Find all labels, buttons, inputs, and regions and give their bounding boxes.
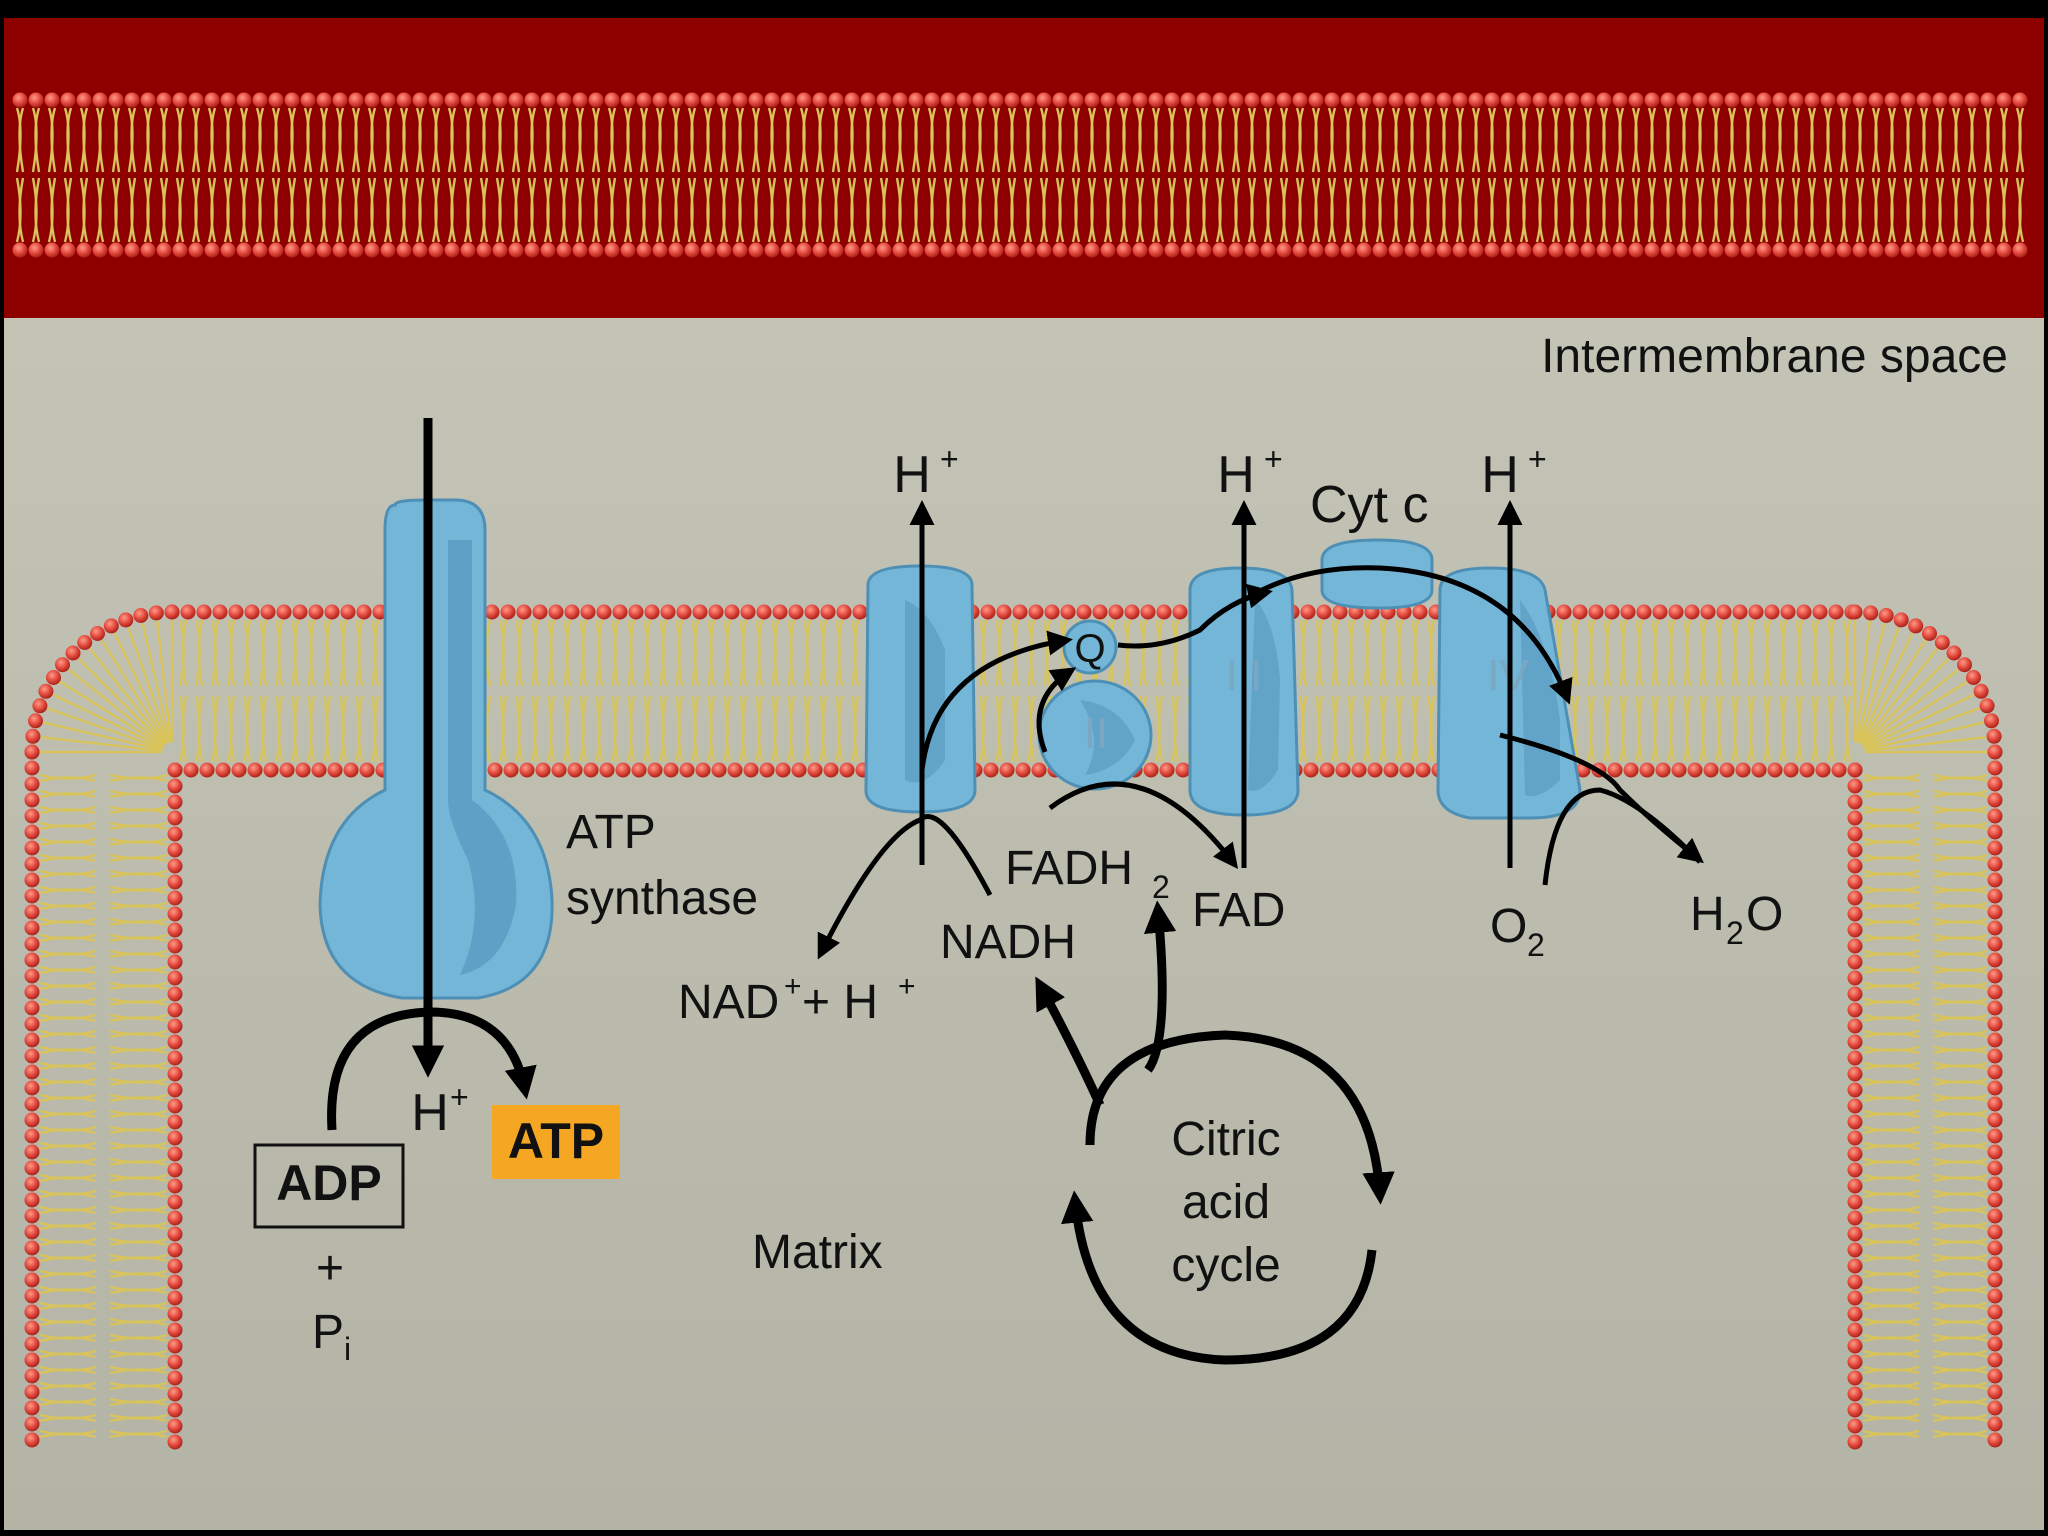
h-plus-label-complex-i: H +	[893, 441, 958, 504]
atp-badge-label: ATP	[508, 1113, 604, 1169]
phosphate-label: P i	[312, 1306, 351, 1367]
citric-cycle-top-arrow	[1085, 1030, 1395, 1205]
svg-text:i: i	[344, 1331, 351, 1367]
adp-to-atp-arrow	[327, 1007, 537, 1131]
cyt-c-label: Cyt c	[1310, 476, 1428, 534]
nadh-label: NADH	[940, 916, 1076, 969]
oxygen-label: O 2	[1490, 900, 1545, 963]
nadh-oxidation-arrow	[817, 814, 993, 960]
fadh2-label: FADH 2	[1005, 842, 1170, 905]
q-label: Q	[1074, 627, 1105, 671]
oxygen-reduction-arrow	[1542, 787, 1702, 886]
fad-label: FAD	[1192, 884, 1285, 937]
citric-cycle-bottom-arrow	[1061, 1190, 1377, 1365]
svg-text:P: P	[312, 1306, 344, 1359]
svg-text:O: O	[1490, 900, 1527, 953]
outer-membrane-bilayer	[12, 92, 2028, 258]
svg-text:H: H	[411, 1084, 449, 1142]
svg-text:H: H	[1690, 888, 1725, 941]
h-plus-label-complex-iii: H +	[1217, 441, 1282, 504]
atp-synthase	[318, 418, 554, 1078]
cytochrome-c	[1320, 538, 1434, 610]
svg-text:+: +	[940, 441, 959, 477]
svg-text:2: 2	[1527, 927, 1545, 963]
atp-badge	[492, 1105, 620, 1179]
svg-text:NAD: NAD	[678, 976, 779, 1029]
svg-text:H: H	[1481, 446, 1519, 504]
atp-synthase-label-line1: ATP	[566, 806, 656, 859]
svg-text:+: +	[1528, 441, 1547, 477]
complex-ii	[1037, 679, 1153, 791]
citric-to-nadh-arrow	[1035, 976, 1105, 1107]
svg-text:FADH: FADH	[1005, 842, 1133, 895]
adp-box	[253, 1143, 405, 1229]
complex-i-to-q-arrow	[919, 630, 1073, 771]
h-plus-label-matrix: H +	[411, 1079, 468, 1142]
intermembrane-space-label: Intermembrane space	[1541, 330, 2008, 383]
svg-text:O: O	[1746, 888, 1783, 941]
complex-ii-label: II	[1084, 709, 1108, 758]
plus-sign-label: +	[316, 1242, 344, 1295]
atp-synthase-label-line2: synthase	[566, 872, 758, 925]
adp-label: ADP	[276, 1155, 382, 1211]
nad-plus-label: NAD + + H +	[678, 970, 916, 1029]
matrix-label: Matrix	[752, 1226, 883, 1279]
svg-text:H: H	[893, 446, 931, 504]
svg-text:cycle: cycle	[1171, 1239, 1280, 1292]
svg-text:Citric: Citric	[1171, 1113, 1280, 1166]
svg-text:+: +	[450, 1079, 469, 1115]
h-plus-label-complex-iv: H +	[1481, 441, 1546, 504]
cyt-c-to-complex-iv-arrow	[1242, 565, 1573, 705]
citric-to-fadh2-arrow	[1143, 900, 1177, 1073]
svg-text:2: 2	[1726, 915, 1744, 951]
svg-text:2: 2	[1152, 869, 1170, 905]
svg-text:+: +	[1264, 441, 1283, 477]
fadh2-oxidation-arrow	[1048, 781, 1239, 869]
water-label: H 2 O	[1690, 888, 1783, 951]
svg-text:acid: acid	[1182, 1176, 1270, 1229]
svg-text:+: +	[898, 970, 916, 1003]
svg-text:+ H: + H	[802, 976, 878, 1029]
svg-text:H: H	[1217, 446, 1255, 504]
complex-ii-to-q-arrow	[1036, 667, 1077, 753]
outer-membrane-band	[4, 18, 2044, 318]
citric-acid-cycle-label: Citric acid cycle	[1171, 1113, 1280, 1292]
svg-text:+: +	[784, 970, 802, 1003]
